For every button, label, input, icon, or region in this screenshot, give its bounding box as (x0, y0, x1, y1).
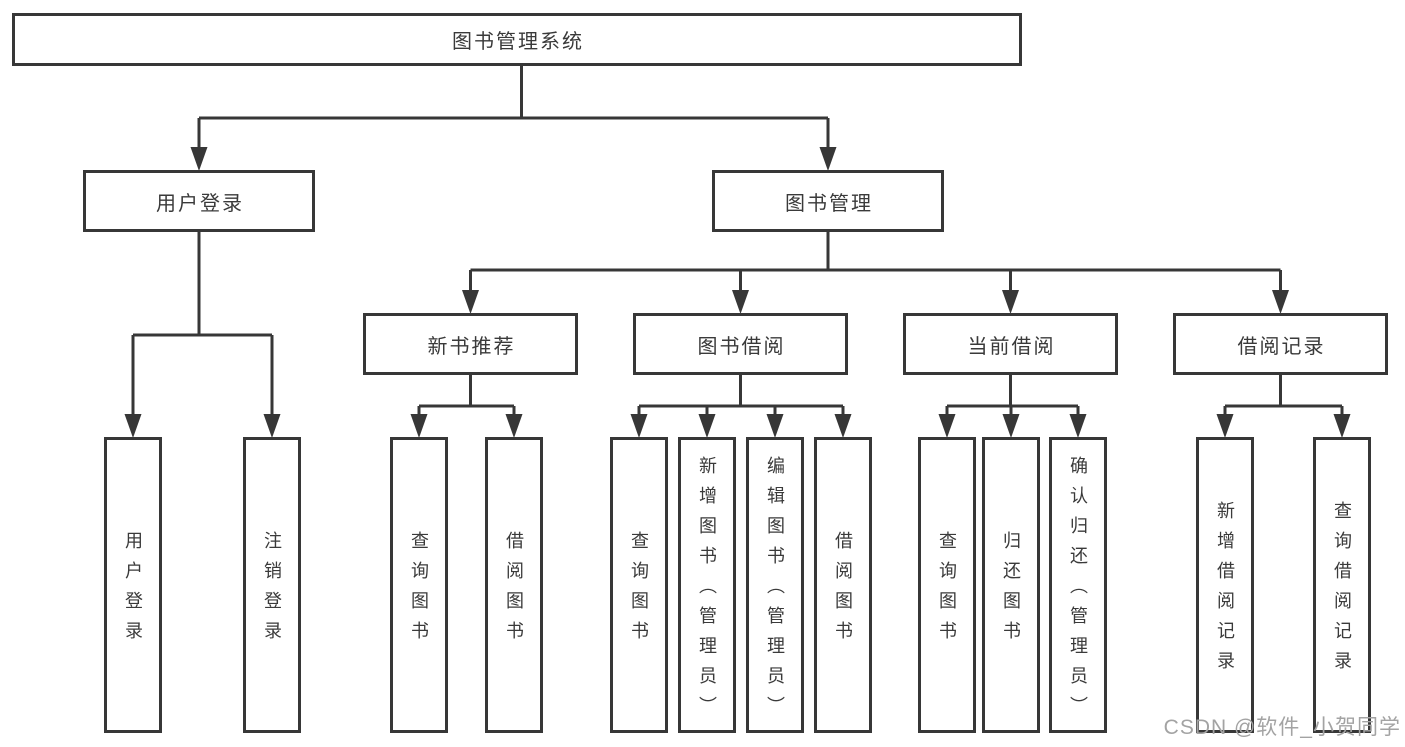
node-book-borrow: 图书借阅 (633, 313, 848, 375)
arrowhead (630, 414, 648, 438)
leaf-record-add-borrow-record-label: 新增借阅记录 (1215, 501, 1235, 681)
node-current-borrow-label: 当前借阅 (967, 335, 1056, 358)
arrowhead (1069, 414, 1087, 438)
leaf-record-add-borrow-record: 新增借阅记录 (1196, 437, 1254, 733)
connector-book-borrow (637, 374, 845, 414)
leaf-current-return-books-label: 归还图书 (1001, 531, 1021, 651)
leaf-borrow-query-books: 查询图书 (610, 437, 668, 733)
leaf-borrow-query-books-label: 查询图书 (629, 531, 649, 651)
arrowhead (732, 290, 749, 314)
leaf-current-confirm-return-admin: 确认归还（管理员） (1049, 437, 1107, 733)
arrowhead (505, 414, 523, 438)
node-user-login: 用户登录 (83, 170, 315, 232)
leaf-current-query-books: 查询图书 (918, 437, 976, 733)
leaf-current-query-books-label: 查询图书 (937, 531, 957, 651)
leaf-user-login: 用户登录 (104, 437, 162, 733)
node-library-system-label: 图书管理系统 (452, 31, 584, 53)
connector-user-login (131, 232, 274, 414)
arrowhead (124, 414, 142, 438)
arrowhead (834, 414, 852, 438)
arrowhead (938, 414, 956, 438)
arrowhead (410, 414, 428, 438)
connector-borrow-record (1223, 374, 1344, 414)
leaf-user-login-label: 用户登录 (123, 531, 143, 651)
node-library-system: 图书管理系统 (12, 13, 1022, 66)
node-new-book-recommend: 新书推荐 (363, 313, 578, 375)
node-borrow-record: 借阅记录 (1173, 313, 1388, 375)
leaf-recommend-borrow-books: 借阅图书 (485, 437, 543, 733)
connector-book-management (469, 232, 1282, 291)
arrowhead (1002, 290, 1019, 314)
node-book-management-label: 图书管理 (785, 192, 873, 215)
arrowhead (1272, 290, 1289, 314)
node-new-book-recommend-label: 新书推荐 (427, 335, 516, 358)
node-book-management: 图书管理 (712, 170, 944, 232)
leaf-borrow-edit-books-admin-label: 编辑图书（管理员） (765, 456, 785, 726)
node-borrow-record-label: 借阅记录 (1237, 335, 1326, 358)
leaf-current-confirm-return-admin-label: 确认归还（管理员） (1068, 456, 1088, 726)
node-user-login-label: 用户登录 (156, 192, 244, 215)
csdn-watermark: CSDN @软件_小贺同学 (1163, 716, 1401, 739)
leaf-logout: 注销登录 (243, 437, 301, 733)
leaf-record-query-borrow-record: 查询借阅记录 (1313, 437, 1371, 733)
leaf-borrow-add-books-admin: 新增图书（管理员） (678, 437, 736, 733)
arrowhead (1333, 414, 1351, 438)
arrowheads (124, 147, 1351, 438)
leaf-recommend-query-books-label: 查询图书 (409, 531, 429, 651)
connector-root (197, 66, 830, 149)
arrowhead (462, 290, 479, 314)
leaf-borrow-add-books-admin-label: 新增图书（管理员） (697, 456, 717, 726)
arrowhead (819, 147, 837, 171)
arrowhead (766, 414, 784, 438)
leaf-borrow-borrow-books: 借阅图书 (814, 437, 872, 733)
leaf-recommend-query-books: 查询图书 (390, 437, 448, 733)
leaf-current-return-books: 归还图书 (982, 437, 1040, 733)
arrowhead (1002, 414, 1020, 438)
connector-new-book-recommend (417, 374, 516, 414)
node-book-borrow-label: 图书借阅 (697, 335, 786, 358)
arrowhead (698, 414, 716, 438)
arrowhead (1216, 414, 1234, 438)
leaf-record-query-borrow-record-label: 查询借阅记录 (1332, 501, 1352, 681)
arrowhead (190, 147, 208, 171)
leaf-logout-label: 注销登录 (262, 531, 282, 651)
leaf-recommend-borrow-books-label: 借阅图书 (504, 531, 524, 651)
leaf-borrow-edit-books-admin: 编辑图书（管理员） (746, 437, 804, 733)
leaf-borrow-borrow-books-label: 借阅图书 (833, 531, 853, 651)
arrowhead (263, 414, 281, 438)
connector-current-borrow (945, 374, 1080, 414)
node-current-borrow: 当前借阅 (903, 313, 1118, 375)
